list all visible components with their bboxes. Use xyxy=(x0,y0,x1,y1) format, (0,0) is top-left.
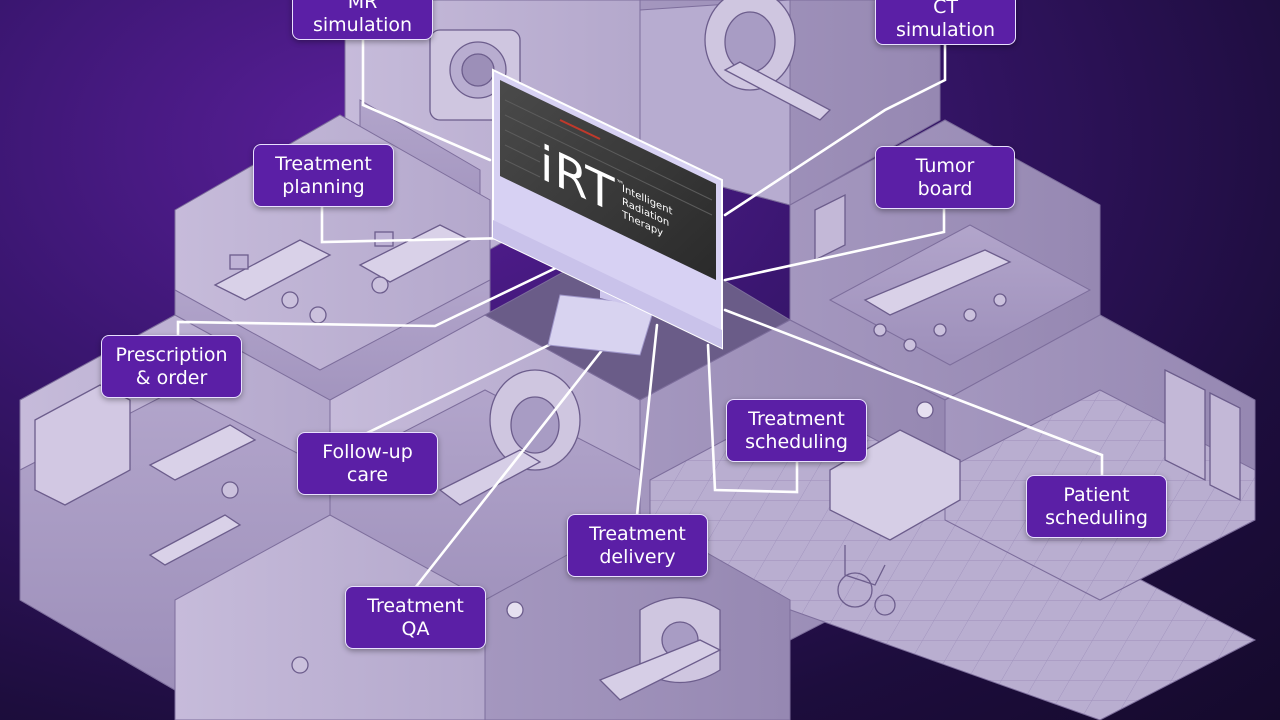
label-line: scheduling xyxy=(1045,506,1148,529)
label-line: & order xyxy=(135,366,208,389)
label-followup-care: Follow-up care xyxy=(297,432,438,495)
label-line: QA xyxy=(401,617,430,640)
label-line: Prescription xyxy=(115,343,228,366)
label-line: simulation xyxy=(895,19,996,41)
label-line: Treatment xyxy=(748,407,845,430)
label-treatment-delivery: Treatment delivery xyxy=(567,514,708,577)
scanner-followup-icon xyxy=(438,369,581,506)
conference-table-icon xyxy=(863,249,1012,352)
ct-scanner-icon xyxy=(704,0,832,121)
room-tumor-board xyxy=(789,119,1101,401)
label-line: MR xyxy=(347,0,378,13)
label-tumor-board: Tumor board xyxy=(875,146,1015,209)
label-prescription-order: Prescription & order xyxy=(101,335,242,398)
label-line: Tumor xyxy=(915,154,975,177)
label-line: CT xyxy=(933,0,958,18)
label-patient-scheduling: Patient scheduling xyxy=(1026,475,1167,538)
label-mr-simulation: MR simulation xyxy=(292,0,433,40)
label-line: simulation xyxy=(312,14,413,36)
label-ct-simulation: CT simulation xyxy=(875,0,1016,45)
label-line: scheduling xyxy=(745,430,848,453)
label-line: planning xyxy=(282,175,365,198)
label-line: Patient xyxy=(1063,483,1130,506)
label-line: Treatment xyxy=(275,152,372,175)
connector-lines xyxy=(176,38,1104,590)
wheelchair-icon xyxy=(837,545,896,616)
label-treatment-scheduling: Treatment scheduling xyxy=(726,399,867,462)
label-treatment-planning: Treatment planning xyxy=(253,144,394,207)
clock-icon xyxy=(506,401,934,619)
label-line: board xyxy=(917,177,973,200)
linac-icon xyxy=(598,596,722,701)
label-treatment-qa: Treatment QA xyxy=(345,586,486,649)
label-line: Follow-up xyxy=(322,440,413,463)
monitor-icon xyxy=(492,68,723,356)
chair-icon xyxy=(221,276,389,674)
label-line: delivery xyxy=(599,545,676,568)
label-line: care xyxy=(346,463,389,486)
door-icon xyxy=(814,193,1241,502)
label-line: Treatment xyxy=(589,522,686,545)
locker-icon xyxy=(34,384,257,566)
label-line: Treatment xyxy=(367,594,464,617)
